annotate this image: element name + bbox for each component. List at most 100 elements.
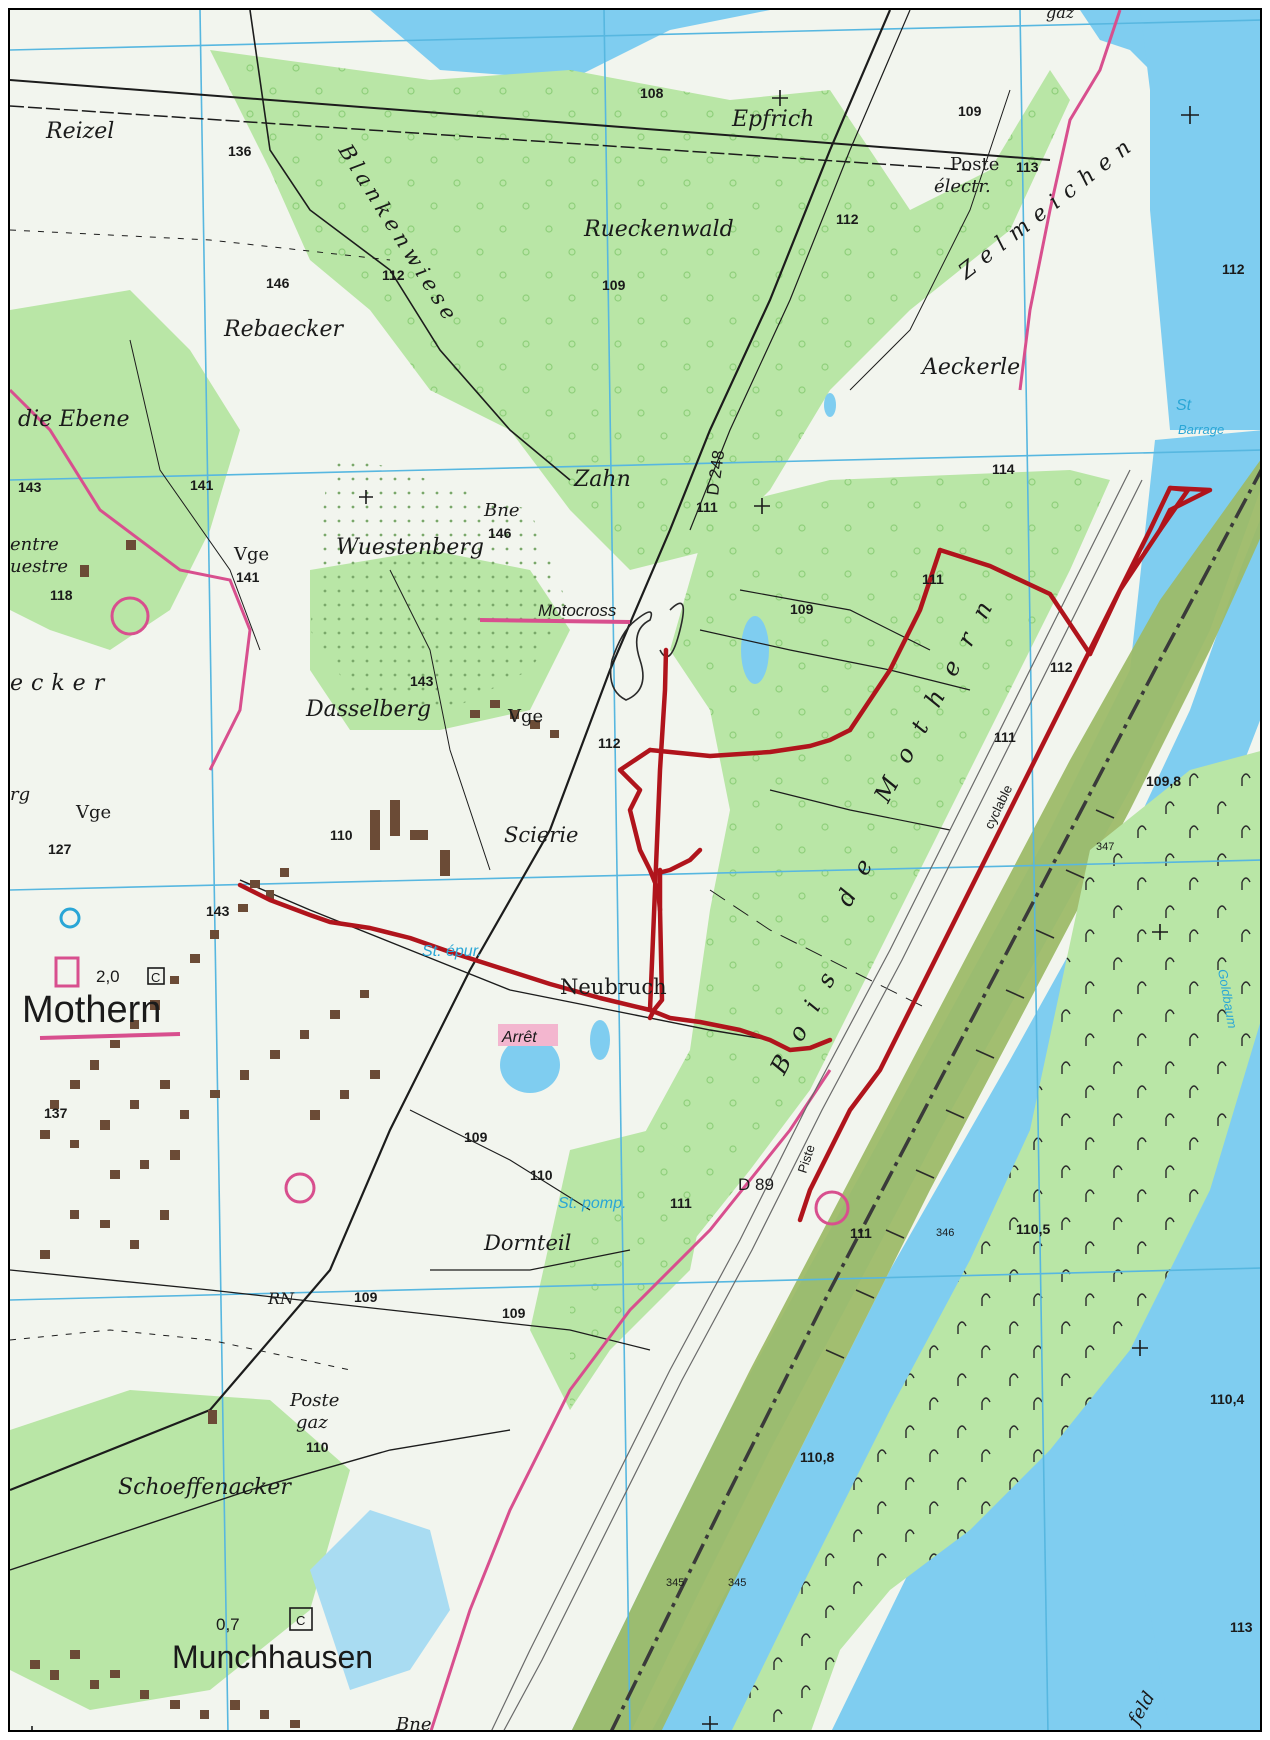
alt-141b: 141 [236, 569, 260, 585]
label-mothern-pop: 2,0 [96, 967, 120, 986]
pond-4 [824, 393, 836, 417]
alt-111d: 111 [670, 1195, 692, 1211]
alt-143c: 143 [206, 903, 230, 919]
label-vge-3: Vge [75, 802, 111, 823]
label-reizel: Reizel [45, 119, 114, 144]
label-d89: D 89 [738, 1175, 774, 1194]
pond-2 [500, 1037, 560, 1093]
label-wuestenberg: Wuestenberg [336, 535, 484, 560]
alt-112c: 112 [1222, 261, 1245, 277]
label-poste-1: Poste [950, 154, 999, 175]
map-markers [39, 596, 850, 1631]
border-line [610, 468, 1260, 1730]
lower-water-bay [831, 1470, 1170, 1730]
label-st-epur: St. épur. [422, 943, 482, 960]
alt-146b: 146 [488, 525, 512, 541]
alt-110-8: 110,8 [800, 1449, 834, 1465]
label-poste-gaz-1: Poste [289, 1390, 339, 1411]
place-labels: Reizel Epfrich Poste électr. Rueckenwald… [10, 10, 1160, 1732]
alt-109b: 109 [602, 277, 626, 293]
altitude-labels: 108 109 113 136 112 146 112 109 112 143 … [18, 85, 1253, 1635]
alt-110b: 110 [530, 1167, 553, 1183]
label-rebaecker: Rebaecker [223, 317, 344, 342]
label-vge-2: Vge [507, 706, 543, 727]
hiking-route [237, 485, 1213, 1223]
grid-lines [10, 10, 1260, 1730]
marsh-texture [731, 751, 1260, 1730]
rhine-top [340, 10, 1260, 110]
label-aeckerle: Aeckerle [920, 355, 1020, 380]
pink-roads [10, 10, 1122, 1730]
alt-112d: 112 [1050, 659, 1073, 675]
pond-1 [741, 616, 769, 684]
label-centre-2: uestre [10, 556, 68, 577]
alt-114: 114 [992, 461, 1015, 477]
label-centre-1: entre [10, 534, 59, 555]
label-st-barrage: St [1176, 397, 1192, 414]
alt-346: 346 [936, 1227, 954, 1239]
alt-110a: 110 [330, 827, 353, 843]
label-motocross: Motocross [538, 601, 617, 620]
alt-109e: 109 [354, 1289, 378, 1305]
label-st-pomp: St. pomp. [558, 1195, 626, 1212]
label-dasselberg: Dasselberg [305, 697, 431, 722]
label-rueckenwald: Rueckenwald [583, 217, 734, 242]
rhine-right [1140, 10, 1260, 430]
alt-136: 136 [228, 143, 252, 159]
orchard-texture [310, 450, 570, 710]
alt-111b: 111 [922, 571, 944, 587]
alt-109a: 109 [958, 103, 982, 119]
label-rn: RN [267, 1289, 295, 1308]
alt-113a: 113 [1016, 159, 1039, 175]
map-canvas: Reizel Epfrich Poste électr. Rueckenwald… [10, 10, 1260, 1732]
forest-texture-north [210, 50, 1070, 570]
canal-paths [491, 469, 1143, 1730]
label-munchhausen: Munchhausen [172, 1639, 373, 1675]
label-vge-1: Vge [233, 544, 269, 565]
forest-texture [570, 470, 1110, 1410]
alt-345b: 345 [666, 1577, 684, 1589]
alt-111e: 111 [850, 1225, 872, 1241]
label-c-mothern: C [151, 970, 160, 985]
label-zahn: Zahn [573, 467, 631, 492]
label-bne-2: Bne [395, 1714, 431, 1732]
label-poste-2: électr. [934, 176, 991, 197]
forest-west [10, 290, 240, 650]
label-poste-gaz-2: gaz [296, 1412, 328, 1433]
alt-110c: 110 [306, 1439, 329, 1455]
label-arret: Arrêt [501, 1029, 537, 1046]
label-mothern: Mothern [22, 989, 161, 1031]
label-die-ebene: die Ebene [18, 407, 129, 432]
roads [10, 10, 1051, 1571]
alt-110-5: 110,5 [1016, 1221, 1050, 1237]
forest-south-west [10, 1390, 350, 1710]
label-c-munchhausen: C [296, 1613, 305, 1628]
label-rg: rg [10, 784, 30, 805]
label-bne-1: Bne [483, 500, 519, 521]
pink-labels: Motocross Arrêt [501, 601, 617, 1046]
alt-109d: 109 [464, 1129, 488, 1145]
alt-109f: 109 [502, 1305, 526, 1321]
label-schoeffenacker: Schoeffenacker [118, 1475, 292, 1500]
alt-345a: 345 [728, 1577, 746, 1589]
alt-143a: 143 [18, 479, 42, 495]
alt-108: 108 [640, 85, 664, 101]
alt-111a: 111 [696, 499, 718, 515]
pond-3 [590, 1020, 610, 1060]
label-gaz-top: gaz [1046, 10, 1075, 22]
alt-137: 137 [44, 1105, 68, 1121]
buildings [30, 540, 559, 1728]
alt-112b: 112 [382, 267, 405, 283]
alt-347: 347 [1096, 841, 1114, 853]
label-dornteil: Dornteil [483, 1231, 571, 1255]
label-munchhausen-pop: 0,7 [216, 1615, 240, 1634]
label-scierie: Scierie [504, 823, 578, 847]
alt-113b: 113 [1230, 1619, 1253, 1635]
water-labels: St. épur. St. pomp. St Barrage Goldbaum [422, 397, 1240, 1212]
topographic-map[interactable]: Reizel Epfrich Poste électr. Rueckenwald… [8, 8, 1262, 1732]
alt-111c: 111 [994, 729, 1016, 745]
label-barrage: Barrage [1178, 422, 1224, 437]
label-ecker: ecker [10, 671, 112, 696]
alt-141a: 141 [190, 477, 214, 493]
alt-110-4: 110,4 [1210, 1391, 1244, 1407]
